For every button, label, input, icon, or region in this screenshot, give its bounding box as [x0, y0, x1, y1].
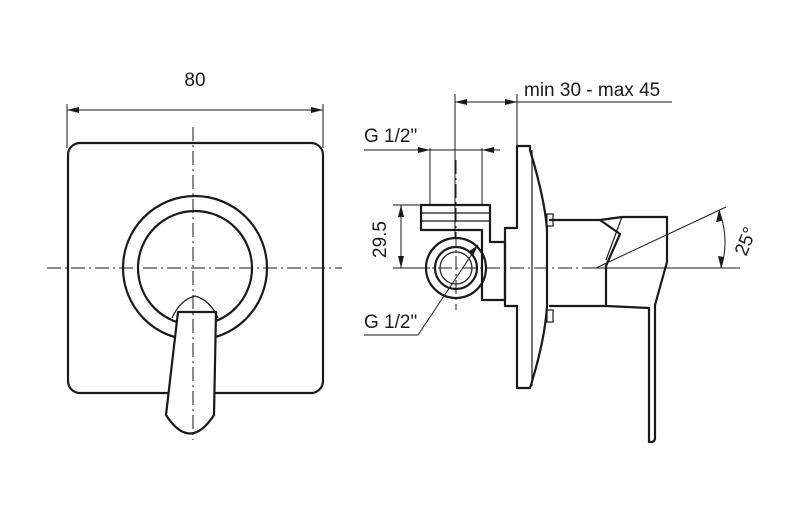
valve-body-block — [419, 203, 507, 302]
depth-dimension: min 30 - max 45 — [454, 80, 672, 238]
front-view: 80 — [47, 70, 342, 440]
top-inlet-dimension: G 1/2" — [364, 126, 500, 205]
lever-angle-label: 25° — [731, 224, 761, 259]
depth-label: min 30 - max 45 — [524, 80, 660, 101]
top-inlet-label: G 1/2" — [364, 126, 417, 147]
height-offset-label: 29.5 — [370, 221, 391, 258]
side-view: min 30 - max 45 G 1/2" 29.5 — [364, 80, 761, 444]
width-label: 80 — [184, 70, 205, 91]
cartridge-body — [548, 218, 622, 308]
bottom-inlet-dimension: G 1/2" — [364, 244, 479, 336]
lever-side-profile — [598, 215, 669, 444]
width-dimension: 80 — [66, 70, 324, 148]
wall-flange — [503, 144, 549, 390]
lever-handle — [164, 310, 218, 435]
bottom-inlet-label: G 1/2" — [364, 312, 417, 333]
